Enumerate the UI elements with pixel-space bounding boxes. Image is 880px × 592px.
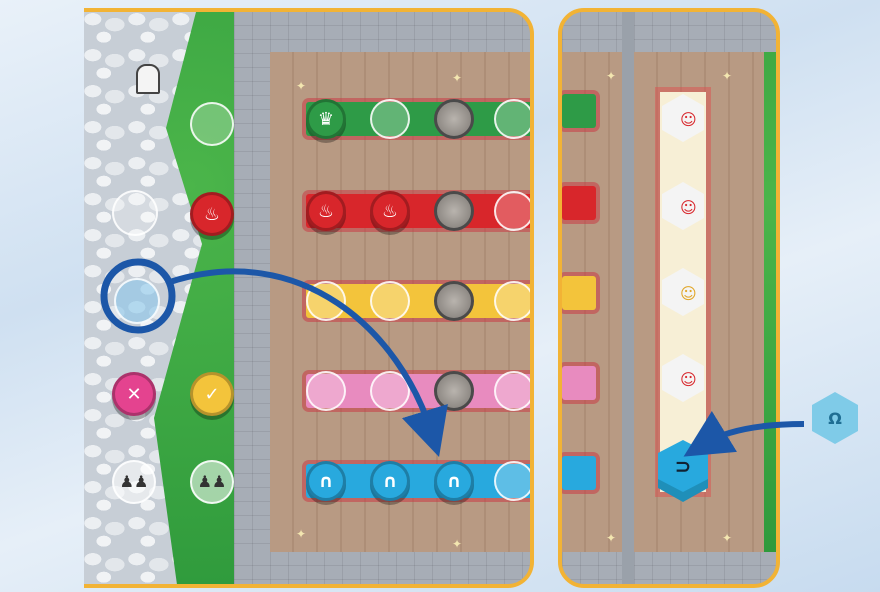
arrow-to-head-table — [704, 424, 804, 444]
arrow-to-blue-row — [170, 271, 432, 434]
highlight-ring — [104, 262, 172, 330]
